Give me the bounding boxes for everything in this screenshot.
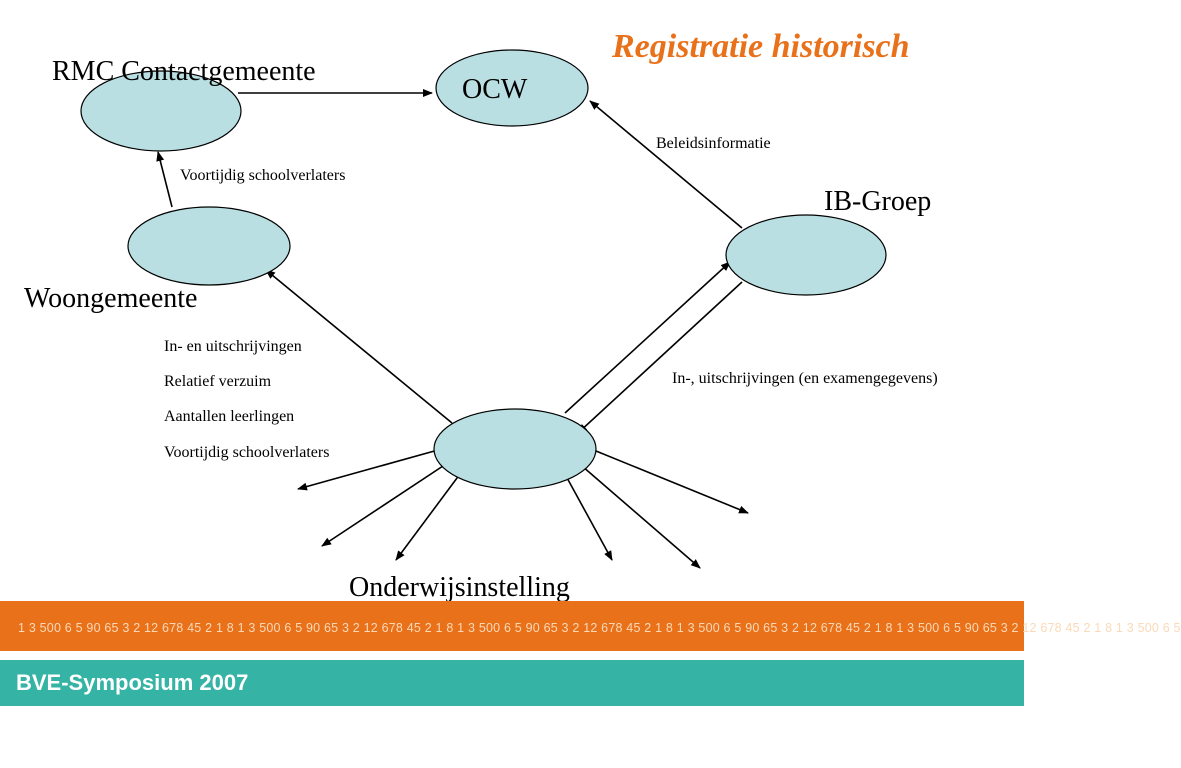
footer-teal-band: BVE-Symposium 2007	[0, 660, 1024, 706]
footer-brand: BVE-Symposium 2007	[16, 670, 249, 695]
arrow-onderwijs-out-3	[395, 473, 461, 561]
node-onderwijsinstelling	[433, 408, 597, 490]
arrow-onderwijs-out-2	[321, 463, 447, 547]
node-ocw	[435, 49, 589, 127]
arrow-onderwijs-out-4	[565, 475, 613, 561]
label-onderwijsinstelling: Onderwijsinstelling	[349, 572, 570, 603]
arrow-onderwijs-out-6	[595, 450, 749, 514]
node-ib-groep	[725, 214, 887, 296]
footer-number-strip: 1 3 500 6 5 90 65 3 2 12 678 45 2 1 8 1 …	[18, 621, 1181, 635]
node-rmc-contactgemeente	[80, 70, 242, 152]
arrow-ib-to-ocw	[589, 100, 743, 229]
slide-title: Registratie historisch	[612, 28, 910, 65]
label-woongemeente: Woongemeente	[24, 283, 198, 314]
label-rmc-contactgemeente: RMC Contactgemeente	[52, 56, 316, 87]
label-ib-groep: IB-Groep	[824, 186, 932, 217]
edge-label-beleidsinformatie: Beleidsinformatie	[656, 135, 771, 152]
arrow-ib-to-onderwijs	[577, 281, 743, 434]
arrow-onderwijs-out-5	[581, 465, 701, 569]
node-woongemeente	[127, 206, 291, 286]
edge-label-woon-item: In- en uitschrijvingen	[164, 338, 302, 355]
edge-label-woon-item: Relatief verzuim	[164, 373, 272, 390]
footer-orange-band: 1 3 500 6 5 90 65 3 2 12 678 45 2 1 8 1 …	[0, 601, 1181, 651]
diagram-canvas	[80, 49, 887, 569]
edge-label-woon-item: Voortijdig schoolverlaters	[164, 444, 330, 461]
arrow-woon-to-rmc	[156, 151, 173, 208]
edge-label-woon-item: Aantallen leerlingen	[164, 408, 295, 425]
arrow-onderwijs-to-ib	[564, 261, 731, 414]
arrow-onderwijs-to-woon	[265, 269, 453, 424]
edge-label-ib-exchange: In-, uitschrijvingen (en examengegevens)	[672, 370, 938, 387]
arrow-onderwijs-out-1	[297, 449, 439, 491]
edge-label-voortijdig-schoolverlaters: Voortijdig schoolverlaters	[180, 167, 346, 184]
label-ocw: OCW	[462, 74, 528, 105]
